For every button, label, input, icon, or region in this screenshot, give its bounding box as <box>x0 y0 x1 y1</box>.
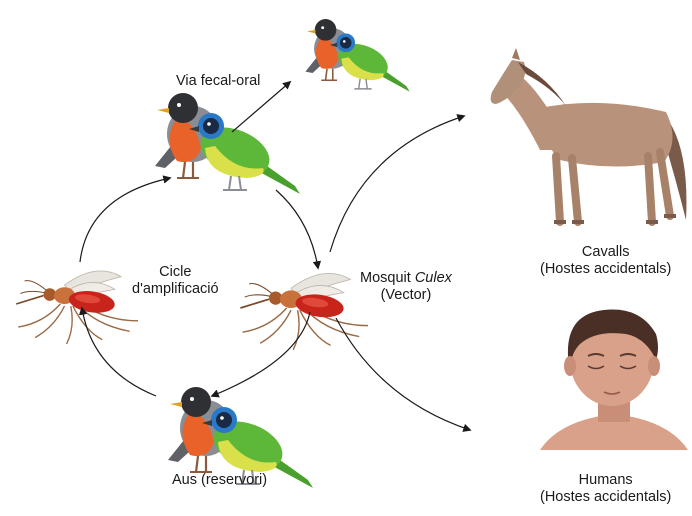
birds-reservoir-label: Aus (reservori) <box>172 472 267 489</box>
arrow-cycle <box>82 308 156 396</box>
arrow-to-horses <box>330 116 464 252</box>
arrow-to-humans <box>336 318 470 430</box>
fecal-oral-text: Via fecal-oral <box>176 73 260 90</box>
mosquito-genus: Culex <box>415 270 452 286</box>
amplification-cycle-label: Cicle d'amplificació <box>132 264 219 298</box>
fecal-oral-label: Via fecal-oral <box>176 73 260 90</box>
arrow-cycle <box>80 178 170 262</box>
horses-role: (Hostes accidentals) <box>540 261 671 278</box>
mosquito-name: Mosquit Culex <box>360 270 452 287</box>
arrow-cycle <box>276 190 318 268</box>
humans-label: Humans (Hostes accidentals) <box>540 472 671 506</box>
bird-pair-icon <box>305 19 409 92</box>
human-face-icon <box>540 310 688 451</box>
arrow-cycle <box>212 312 310 396</box>
humans-role: (Hostes accidentals) <box>540 489 671 506</box>
humans-title: Humans <box>540 472 671 489</box>
horses-label: Cavalls (Hostes accidentals) <box>540 244 671 278</box>
cycle-line2: d'amplificació <box>132 281 219 298</box>
cycle-line1: Cicle <box>132 264 219 281</box>
horses-title: Cavalls <box>540 244 671 261</box>
mosquito-role: (Vector) <box>360 287 452 304</box>
bird-pair-icon <box>155 93 300 194</box>
horse-icon <box>491 48 687 222</box>
mosquito-prefix: Mosquit <box>360 270 411 286</box>
mosquito-icon <box>16 271 138 344</box>
mosquito-vector-label: Mosquit Culex (Vector) <box>360 270 452 304</box>
birds-reservoir-text: Aus (reservori) <box>172 472 267 489</box>
